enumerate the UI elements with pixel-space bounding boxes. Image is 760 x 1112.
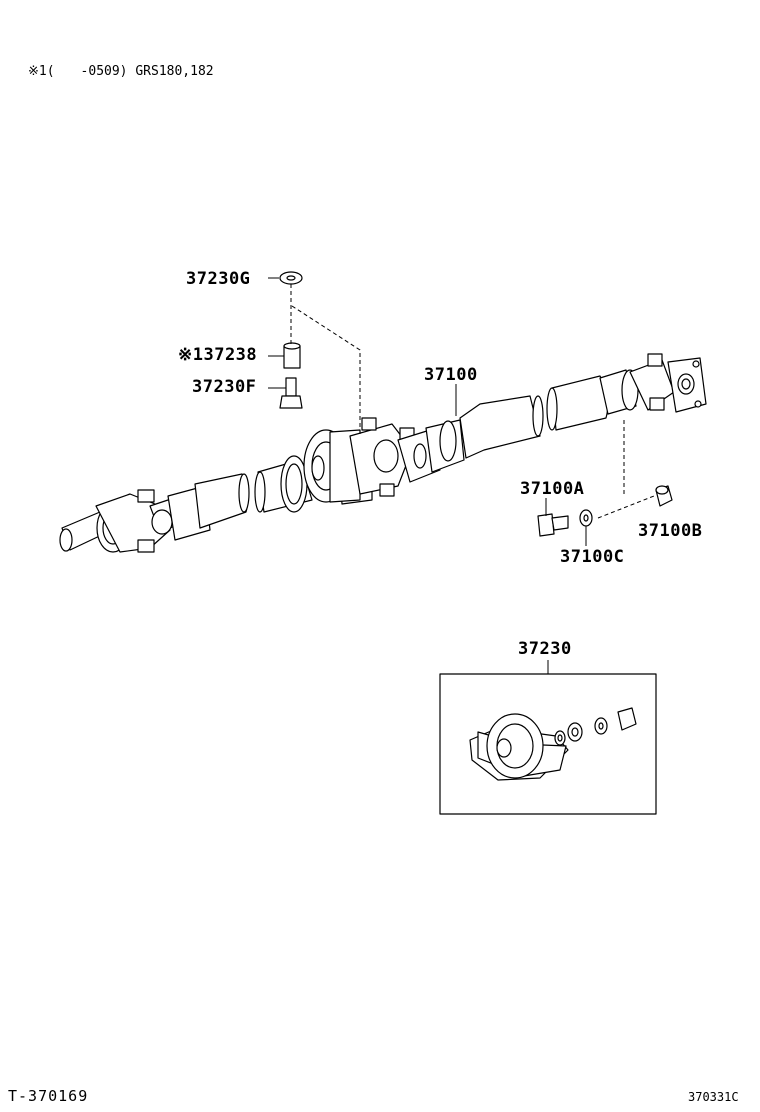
spacer-37238 — [283, 342, 301, 369]
label-37238: ※137238 — [178, 345, 258, 365]
kit-box — [439, 673, 657, 815]
label-37230G: 37230G — [186, 269, 251, 289]
label-37230F: 37230F — [192, 377, 257, 397]
diagram-code-right: 370331C — [688, 1090, 739, 1104]
bolt-37230F — [279, 377, 303, 409]
diagram-code-left: T-370169 — [8, 1087, 89, 1105]
label-37230: 37230 — [518, 639, 572, 659]
label-37100C: 37100C — [560, 547, 625, 567]
bolt-37100A — [537, 513, 569, 537]
front-sleeve-yoke — [59, 485, 211, 553]
label-37100: 37100 — [424, 365, 478, 385]
rear-tube — [425, 395, 544, 473]
front-tube — [194, 473, 250, 529]
middle-tube — [254, 455, 313, 513]
washer-37230G — [279, 271, 303, 285]
nut-37100B — [655, 485, 673, 507]
washer-37100C — [579, 509, 593, 527]
rear-flange-yoke — [629, 353, 707, 413]
label-37100B: 37100B — [638, 521, 703, 541]
center-universal-joint — [349, 417, 441, 497]
applicability-note: ※1( -0509) GRS180,182 — [28, 64, 214, 79]
label-37100A: 37100A — [520, 479, 585, 499]
center-bearing-on-shaft — [303, 429, 373, 505]
rear-tube-end — [546, 369, 639, 431]
